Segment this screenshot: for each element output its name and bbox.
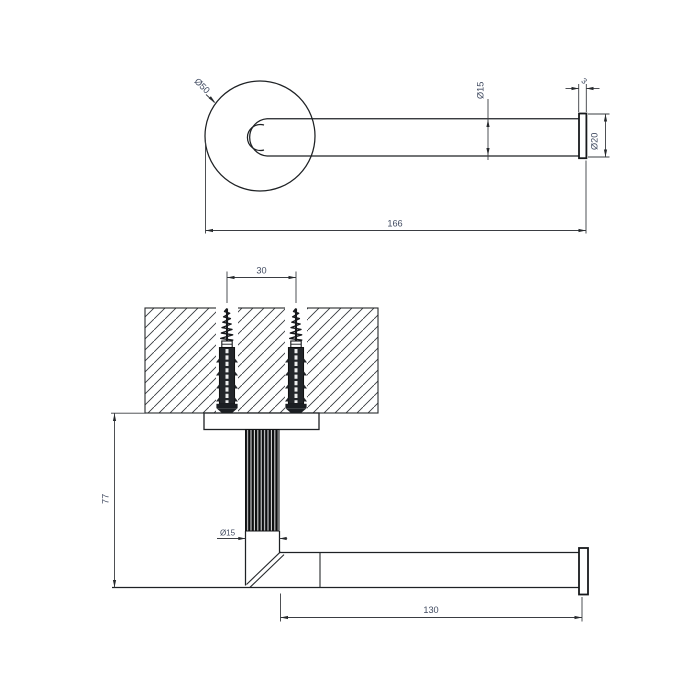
mounting-plate (203, 412, 320, 431)
flange-circle (204, 80, 316, 192)
dim-bar-diameter: Ø15 (476, 82, 490, 160)
screw-spacing-label: 30 (256, 266, 266, 276)
elbow-joint (246, 551, 285, 588)
arm-front (112, 551, 579, 589)
flange-diameter-label: Ø50 (192, 76, 211, 95)
vertical-tube (244, 531, 281, 586)
arm-rounded-end (249, 118, 268, 157)
wall-anchor-screw-left (214, 304, 240, 415)
dim-overall-length: 166 (205, 140, 587, 234)
dim-cap-thickness: 3 (565, 76, 600, 112)
arm-top (246, 118, 579, 157)
arm-end-cap-top (578, 112, 588, 160)
arm-length-label: 130 (423, 605, 438, 615)
knurled-stem (245, 429, 280, 532)
dim-tube-diameter: Ø15 (217, 529, 288, 541)
front-view: 30 77 Ø15 130 (101, 266, 589, 622)
cap-thickness-label: 3 (580, 76, 590, 86)
dim-arm-length: 130 (280, 593, 583, 622)
wall-section (144, 307, 379, 414)
top-view: Ø50 Ø15 3 Ø20 (192, 76, 610, 234)
tube-diameter-label: Ø15 (220, 529, 236, 538)
arm-end-cap-front (578, 547, 589, 596)
cap-diameter-label: Ø20 (590, 133, 600, 150)
dim-screw-spacing: 30 (226, 266, 297, 303)
dim-cap-diameter: Ø20 (588, 113, 610, 158)
overall-length-label: 166 (387, 219, 402, 229)
bar-diameter-label: Ø15 (476, 82, 486, 99)
mount-height-label: 77 (101, 494, 111, 504)
wall-anchor-screw-right (283, 304, 309, 415)
arm-dome-nose (246, 123, 265, 152)
dim-mount-height: 77 (101, 412, 146, 588)
dim-flange-diameter: Ø50 (192, 76, 216, 103)
